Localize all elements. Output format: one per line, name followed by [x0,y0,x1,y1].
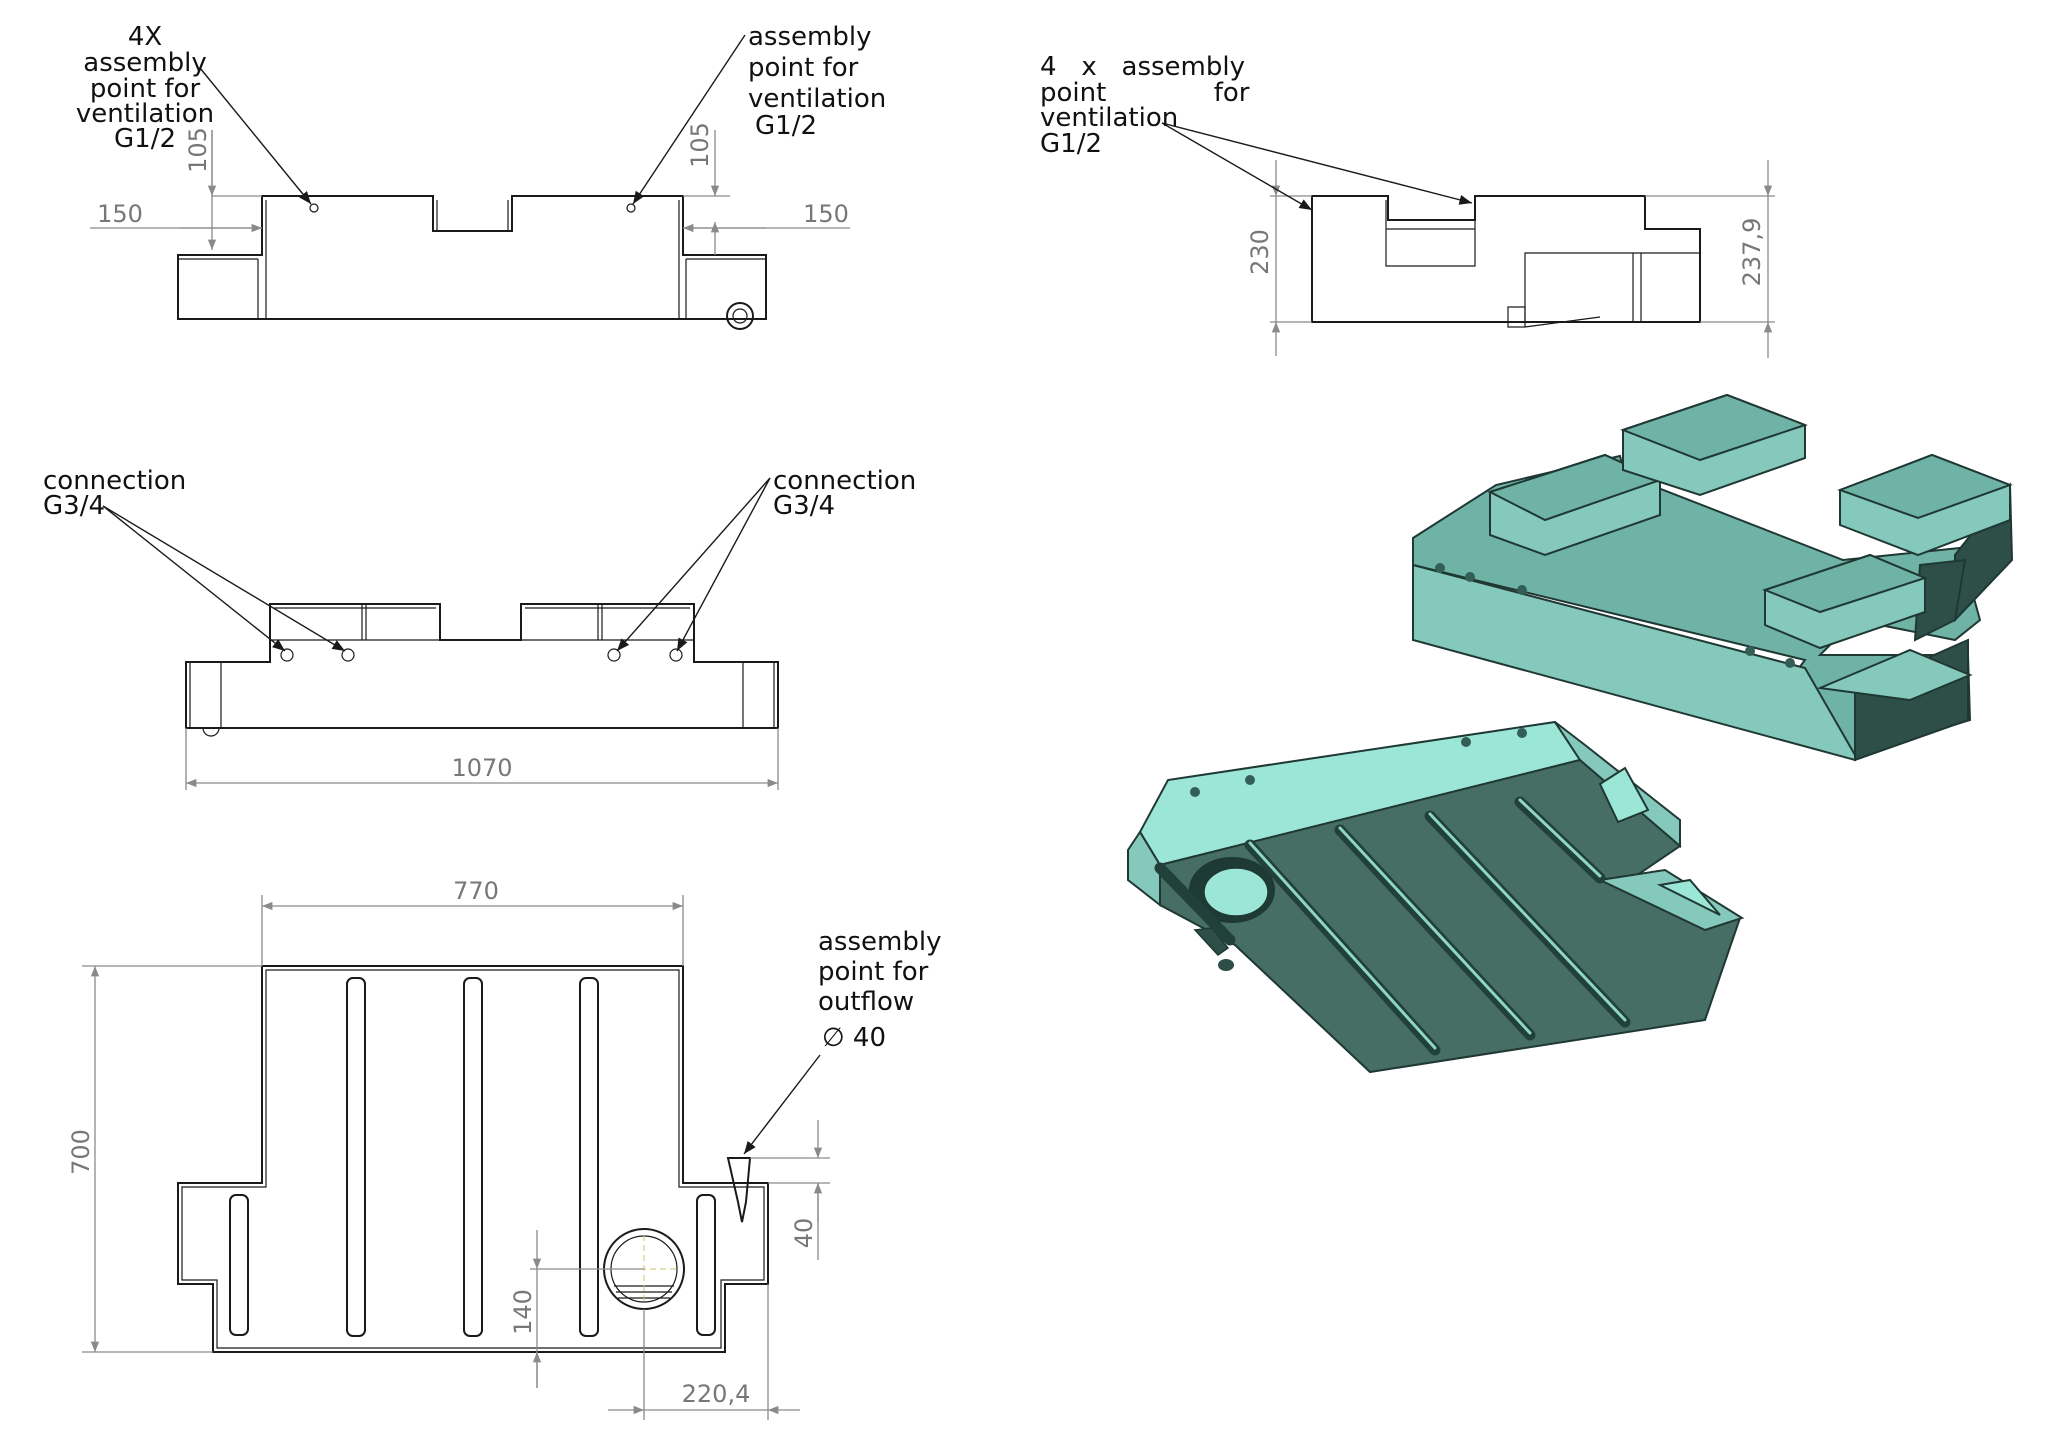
plan-view [82,895,830,1420]
connection-point [607,648,621,662]
dim-105-left: 105 [184,127,212,173]
middle-view [102,477,779,790]
dim-220-4: 220,4 [682,1380,751,1408]
note-connection-right: connection G3/4 [773,466,916,521]
note-line: ventilation [76,99,214,129]
connection-point [669,648,683,662]
note-connection-left: connection G3/4 [43,466,186,521]
dim-150-left: 150 [97,200,143,228]
isometric-tank-top [1412,393,2014,762]
note-front-vent-left: 4X assembly point for ventilation G1/2 [76,22,214,154]
side-view [1161,122,1775,358]
outflow-fitting [726,1157,752,1223]
dim-140: 140 [509,1289,537,1335]
dim-700: 700 [67,1129,95,1175]
vent-point-left [309,203,319,213]
note-line: connection [43,466,186,496]
note-line: assembly [818,927,941,957]
note-line: point for [818,957,929,987]
dim-150-right: 150 [803,200,849,228]
note-line: point for [1040,78,1250,108]
note-line: 4X [128,22,162,52]
connection-point [341,648,355,662]
vent-point-right [626,203,636,213]
note-line: connection [773,466,916,496]
dim-40: 40 [790,1218,818,1249]
note-line: assembly [748,22,871,52]
note-line: ventilation [748,84,886,114]
note-line: point for [748,53,859,83]
isometric-tank-bottom [1127,720,1745,1074]
note-line: G3/4 [43,491,105,521]
note-line: G1/2 [114,124,176,154]
note-line: outflow [818,987,914,1017]
connection-point [280,648,294,662]
note-line: ventilation [1040,103,1178,133]
dim-1070: 1070 [451,754,512,782]
front-view [90,34,850,330]
note-outflow: assembly point for outflow ∅ 40 [818,927,941,1053]
note-line: G1/2 [755,111,817,141]
outflow-diameter: ∅ 40 [822,1023,886,1053]
dim-237-9: 237,9 [1738,218,1766,287]
note-front-vent-right: assembly point for ventilation G1/2 [748,22,886,141]
note-line: assembly [83,48,206,78]
dim-105-right: 105 [686,122,714,168]
note-line: point for [90,74,201,104]
note-side-vent: 4 x assembly point for ventilation G1/2 [1040,52,1250,159]
dim-230: 230 [1246,229,1274,275]
note-line: G1/2 [1040,129,1102,159]
note-line: G3/4 [773,491,835,521]
dim-770: 770 [453,877,499,905]
note-line: 4 x assembly [1040,52,1245,82]
